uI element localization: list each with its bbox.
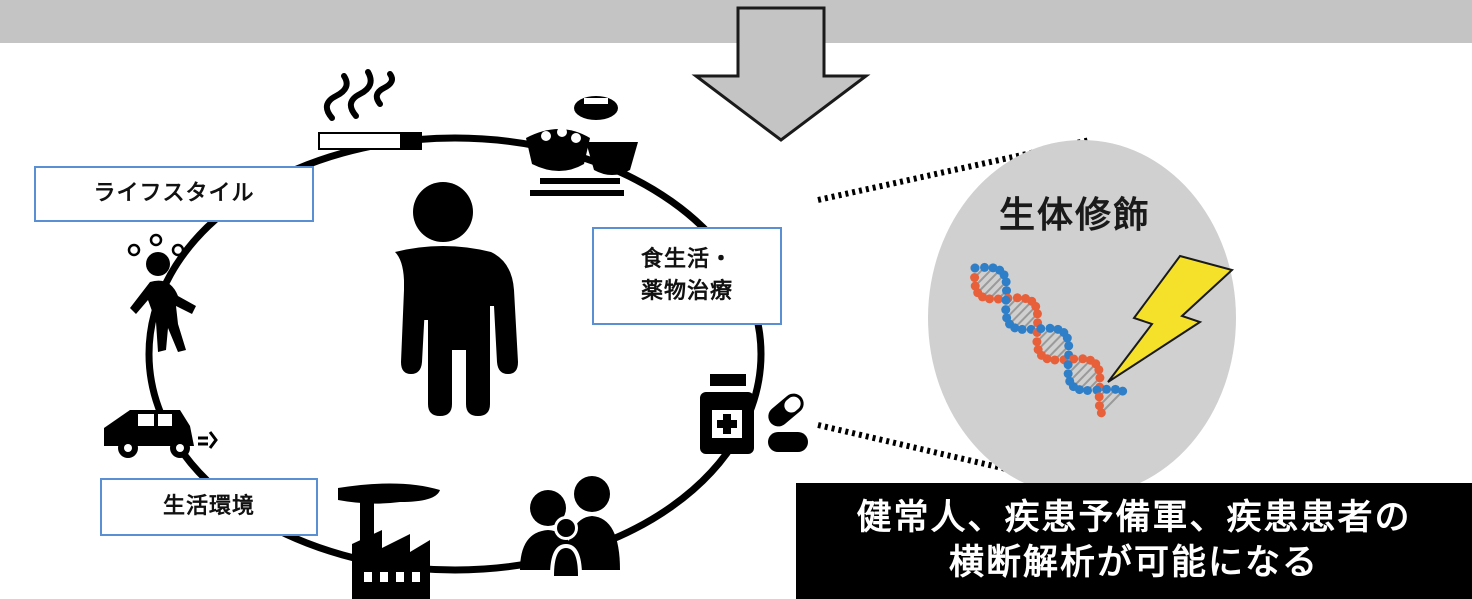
dna-node-blue	[970, 263, 980, 273]
dna-rung	[1005, 297, 1027, 319]
dna-node-blue	[1017, 324, 1027, 334]
biomodification-circle	[928, 140, 1236, 496]
dna-node-red	[1094, 365, 1104, 375]
dna-node-blue	[1118, 386, 1128, 396]
dna-node-blue	[1062, 333, 1072, 343]
dna-node-red	[1042, 354, 1052, 364]
person-silhouette-icon	[395, 182, 518, 416]
dna-node-red	[1032, 309, 1042, 319]
dna-node-red	[1096, 408, 1106, 418]
dna-node-red	[1094, 401, 1104, 411]
dna-node-blue	[999, 270, 1009, 280]
car-exhaust-icon	[104, 410, 218, 458]
dna-node-red	[985, 294, 995, 304]
top-band	[0, 0, 1472, 43]
dna-node-blue	[1110, 384, 1120, 394]
result-banner: 健常人、疾患予備軍、疾患患者の 横断解析が可能になる	[796, 483, 1472, 599]
factory-icon	[338, 483, 440, 599]
dna-rung	[1072, 363, 1097, 388]
biomodification-title: 生体修飾	[998, 195, 1151, 236]
result-line2: 横断解析が可能になる	[948, 543, 1319, 583]
dna-node-blue	[1036, 324, 1046, 334]
diet-medication-label: 食生活・ 薬物治療	[592, 227, 782, 325]
dna-node-red	[1078, 354, 1088, 364]
dna-node-red	[1032, 337, 1042, 347]
dna-rung	[1014, 305, 1037, 329]
dna-rung	[1046, 337, 1069, 360]
dna-node-red	[1031, 301, 1041, 311]
dna-node-blue	[1102, 384, 1112, 394]
lifestyle-label: ライフスタイル	[34, 166, 314, 222]
dna-node-blue	[1083, 385, 1093, 395]
dna-node-blue	[1063, 360, 1073, 370]
down-arrow-icon	[691, 6, 871, 142]
dna-rung	[1008, 300, 1033, 325]
living-environment-label: 生活環境	[100, 478, 318, 536]
lightning-bolt-icon	[1107, 254, 1235, 383]
dna-rung	[981, 274, 1005, 298]
smoking-cigarette-icon	[318, 69, 422, 150]
dna-node-blue	[1074, 385, 1084, 395]
dna-node-blue	[1002, 286, 1012, 296]
dna-node-blue	[1001, 305, 1011, 315]
diet-label-line1: 食生活・	[640, 247, 733, 273]
dna-node-blue	[1045, 323, 1055, 333]
dna-node-red	[1050, 355, 1060, 365]
dna-node-blue	[1001, 277, 1011, 287]
dna-node-red	[1094, 392, 1104, 402]
dna-node-red	[970, 273, 980, 283]
dna-double-helix-icon	[970, 262, 1128, 418]
medicine-bottle-pills-icon	[700, 374, 808, 454]
dna-rung	[1037, 328, 1059, 351]
dna-node-blue	[1010, 323, 1020, 333]
dna-rung	[1100, 390, 1124, 414]
dna-rung	[976, 269, 1001, 294]
diet-label-line2: 薬物治療	[640, 279, 733, 304]
dna-node-blue	[1001, 295, 1011, 305]
dna-node-red	[1095, 373, 1105, 383]
dizzy-person-icon	[127, 233, 196, 352]
result-line1: 健常人、疾患予備軍、疾患患者の	[856, 497, 1412, 538]
dna-node-blue	[1092, 385, 1102, 395]
meal-rice-soup-icon	[526, 96, 638, 196]
dna-rung	[1040, 331, 1065, 357]
dna-node-blue	[980, 262, 990, 272]
dna-node-blue	[1063, 369, 1073, 379]
dna-node-red	[977, 292, 987, 302]
dna-node-red	[1069, 354, 1079, 364]
dna-node-red	[993, 294, 1003, 304]
dna-rung	[1069, 359, 1092, 382]
dna-rung	[1078, 369, 1100, 391]
dna-node-red	[1012, 293, 1022, 303]
family-icon	[520, 476, 620, 576]
lifecycle-ellipse	[145, 134, 765, 574]
dna-node-blue	[1064, 341, 1074, 351]
